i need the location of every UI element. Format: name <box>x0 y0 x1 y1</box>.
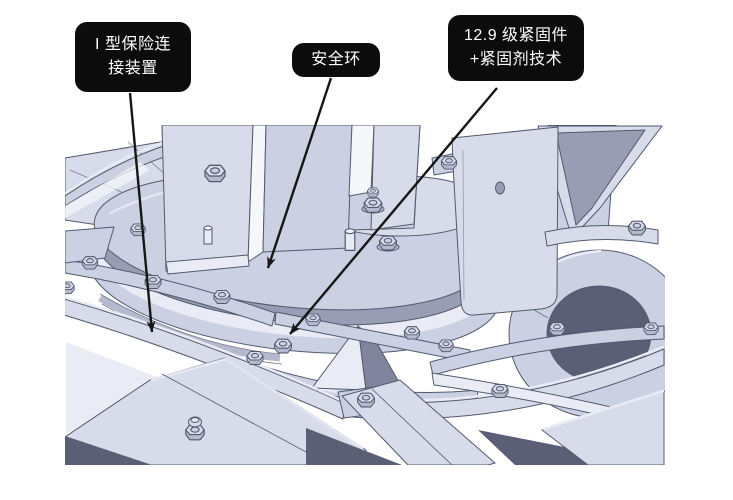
leader-arrow-safety-connector <box>128 92 156 333</box>
hex-nut <box>357 392 375 408</box>
hex-nut <box>246 351 264 365</box>
hex-nut <box>305 313 321 327</box>
callout-safety-connector: I 型保险连 接装置 <box>75 22 191 92</box>
hex-nut <box>628 220 646 236</box>
safety-straps <box>65 259 665 420</box>
leader-arrow-fastener <box>289 87 498 335</box>
hex-nut <box>491 384 509 398</box>
fan-blades <box>65 226 665 465</box>
hex-nut <box>65 281 75 295</box>
stud <box>203 225 213 245</box>
callout-fastener-tech: 12.9 级紧固件 +紧固剂技术 <box>448 15 584 81</box>
hex-nut <box>548 322 566 336</box>
mounting-bracket <box>161 125 421 275</box>
leader-arrows <box>128 77 498 335</box>
hex-nut <box>379 235 397 251</box>
upper-right-blade <box>537 125 663 244</box>
side-plate <box>431 126 659 316</box>
hex-nut <box>204 164 226 183</box>
fasteners <box>65 156 659 441</box>
hex-nut <box>367 187 379 198</box>
hex-nut <box>440 156 458 170</box>
hex-nut <box>81 256 99 270</box>
callout-safety-ring: 安全环 <box>292 43 380 77</box>
leader-arrow-safety-ring <box>266 77 333 269</box>
hex-nut <box>438 339 454 353</box>
hex-nut <box>403 326 421 340</box>
dome-nut <box>185 416 205 441</box>
hex-nut <box>363 197 383 213</box>
stud <box>344 228 356 251</box>
hex-nut <box>274 338 292 354</box>
hex-nut <box>643 322 659 336</box>
hex-nut <box>213 290 231 304</box>
